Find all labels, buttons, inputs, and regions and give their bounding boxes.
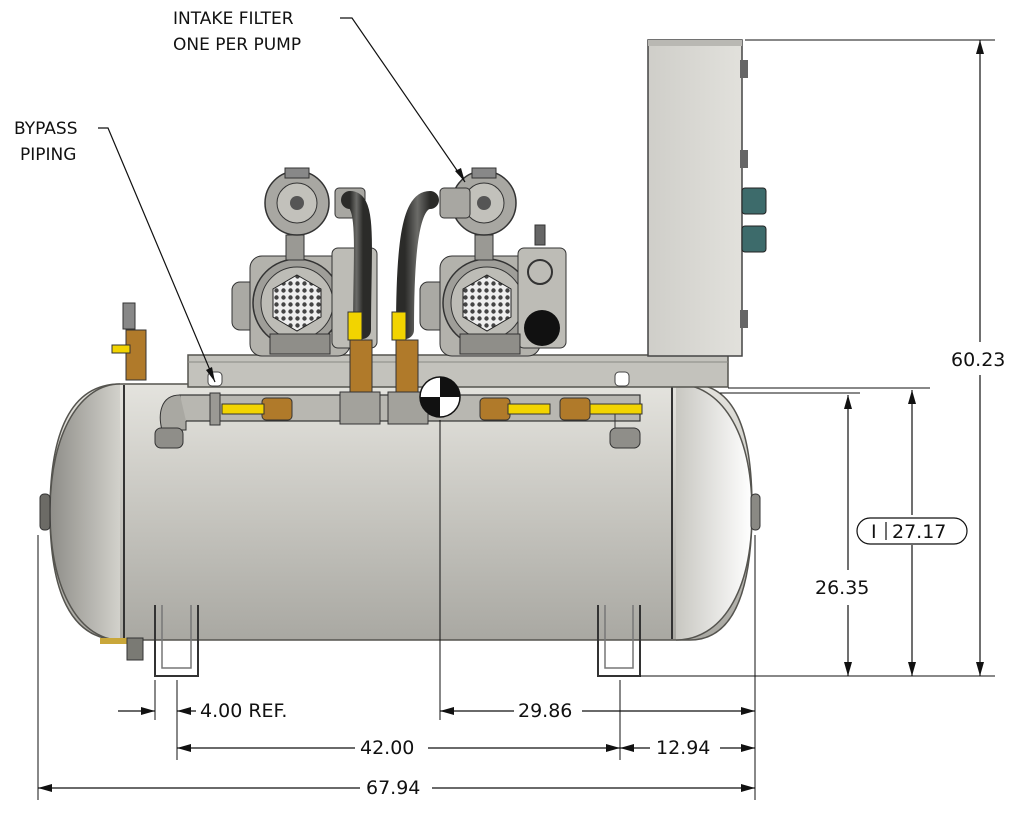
hose-right xyxy=(396,191,439,339)
bypass-leader xyxy=(98,127,216,383)
dim-tank-centerline-height: 26.35 xyxy=(815,577,869,599)
dim-right-leg-to-end: 12.94 xyxy=(656,737,710,759)
dim-leg-width: 4.00 REF. xyxy=(200,700,287,722)
bypass-label-line1: BYPASS xyxy=(14,119,78,139)
intake-filter-label-line1: INTAKE FILTER xyxy=(173,9,294,29)
intake-filter-leader xyxy=(340,17,466,183)
receiver-tank xyxy=(39,383,761,661)
intake-filter-label-line2: ONE PER PUMP xyxy=(173,35,301,55)
bypass-label-line2: PIPING xyxy=(20,145,76,165)
intake-filter-right xyxy=(439,167,517,261)
bypass-piping xyxy=(154,391,643,449)
left-leg xyxy=(154,605,199,677)
hose-left xyxy=(341,191,372,339)
dim-leg-spacing: 42.00 xyxy=(360,737,414,759)
dim-inlet-height-symbol: I xyxy=(871,521,877,543)
vacuum-pump-right xyxy=(419,224,567,357)
dim-inlet-height: 27.17 xyxy=(892,521,946,543)
mounting-plate xyxy=(187,354,729,388)
dim-overall-height: 60.23 xyxy=(951,349,1005,371)
intake-filter-left xyxy=(264,167,366,261)
vacuum-gauge-assembly xyxy=(111,302,147,381)
right-leg xyxy=(597,605,641,677)
dim-cg-to-right: 29.86 xyxy=(518,700,572,722)
center-of-gravity-symbol xyxy=(419,376,461,418)
dim-overall-length: 67.94 xyxy=(366,777,420,799)
control-panel xyxy=(647,39,767,357)
